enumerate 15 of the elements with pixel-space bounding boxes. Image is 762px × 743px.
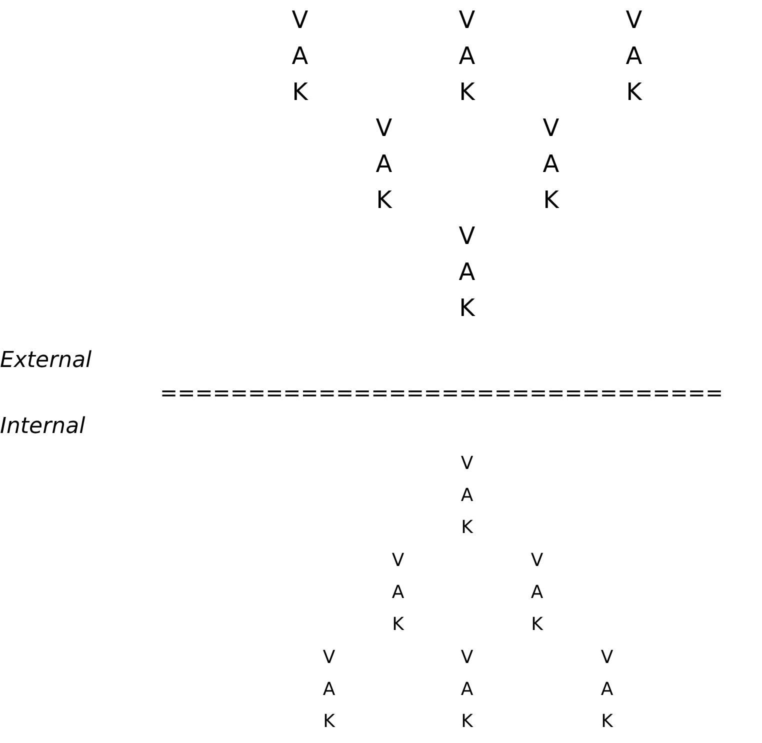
letter-stack: V A K xyxy=(390,549,406,637)
equals-sign-divider: ================================ xyxy=(160,380,724,407)
letter-stack: V A K xyxy=(624,5,644,108)
letter-stack: V A K xyxy=(460,646,474,734)
letter-stack: V A K xyxy=(530,549,544,637)
letter-stack: V A K xyxy=(458,5,476,108)
side-label: Internal xyxy=(0,413,86,441)
side-label: External xyxy=(0,347,92,375)
letter-stack: V A K xyxy=(374,113,394,216)
letter-stack: V A K xyxy=(290,5,310,108)
letter-stack: V A K xyxy=(542,113,560,216)
letter-stack: V A K xyxy=(600,646,614,734)
letter-stack: V A K xyxy=(322,646,336,734)
letter-stack: V A K xyxy=(460,452,474,540)
letter-stack: V A K xyxy=(458,221,476,324)
